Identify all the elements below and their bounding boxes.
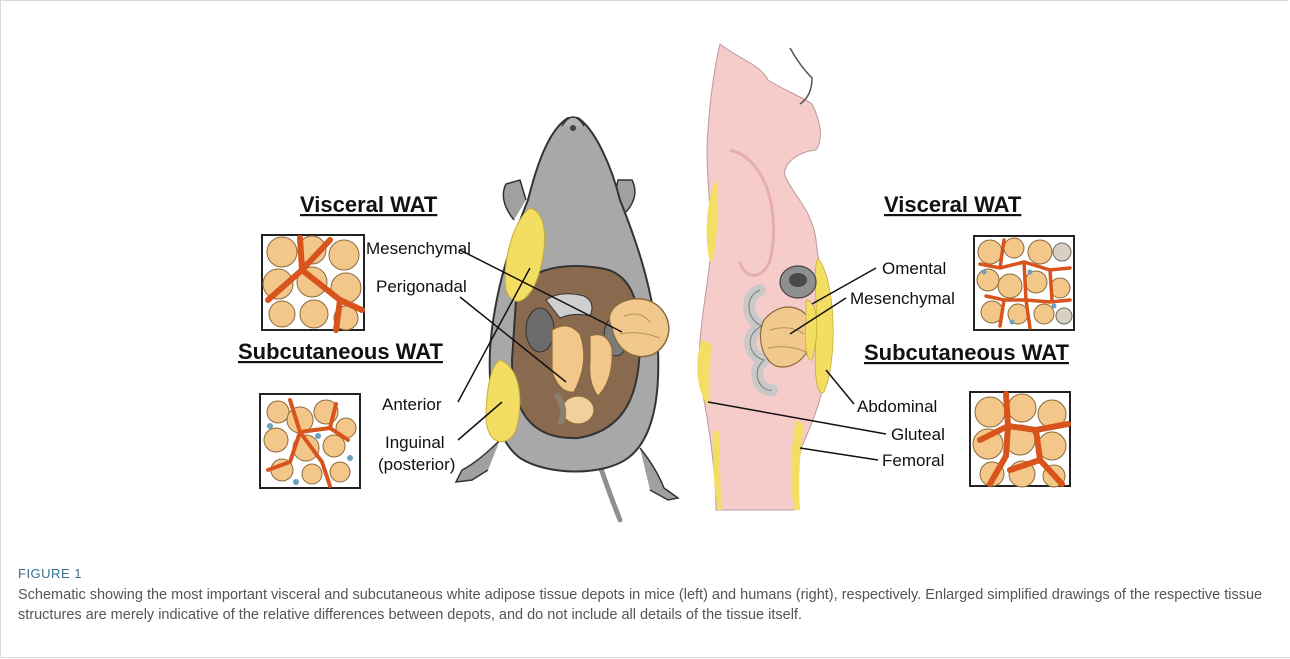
human-subcutaneous-tissue-box (970, 392, 1070, 487)
label-mouse-mesenchymal: Mesenchymal (366, 239, 471, 258)
mouse-visceral-tissue-box (262, 235, 364, 330)
label-human-abdominal: Abdominal (857, 397, 937, 416)
mouse-visceral-heading: Visceral WAT (300, 192, 438, 217)
figure-caption: Schematic showing the most important vis… (18, 585, 1268, 625)
svg-text:Visceral WAT: Visceral WAT (300, 192, 438, 217)
mouse-subcutaneous-heading: Subcutaneous WAT (238, 339, 443, 364)
label-mouse-perigonadal: Perigonadal (376, 277, 467, 296)
mouse-drawing (456, 117, 678, 520)
svg-text:Subcutaneous WAT: Subcutaneous WAT (864, 340, 1069, 365)
bottom-rule (0, 657, 1290, 658)
mouse-subcutaneous-tissue-box (260, 394, 360, 488)
label-human-gluteal: Gluteal (891, 425, 945, 444)
svg-text:Subcutaneous WAT: Subcutaneous WAT (238, 339, 443, 364)
human-drawing (697, 44, 833, 510)
label-mouse-anterior: Anterior (382, 395, 442, 414)
svg-text:Visceral WAT: Visceral WAT (884, 192, 1022, 217)
human-visceral-tissue-box (974, 236, 1074, 330)
label-mouse-inguinal: Inguinal (385, 433, 445, 452)
figure-label: FIGURE 1 (18, 566, 82, 581)
human-visceral-heading: Visceral WAT (884, 192, 1022, 217)
label-human-omental: Omental (882, 259, 946, 278)
label-mouse-posterior: (posterior) (378, 455, 455, 474)
label-human-mesenchymal: Mesenchymal (850, 289, 955, 308)
label-human-femoral: Femoral (882, 451, 944, 470)
adipose-depots-illustration: Visceral WAT Subcutaneous WAT (0, 0, 1290, 560)
human-subcutaneous-heading: Subcutaneous WAT (864, 340, 1069, 365)
